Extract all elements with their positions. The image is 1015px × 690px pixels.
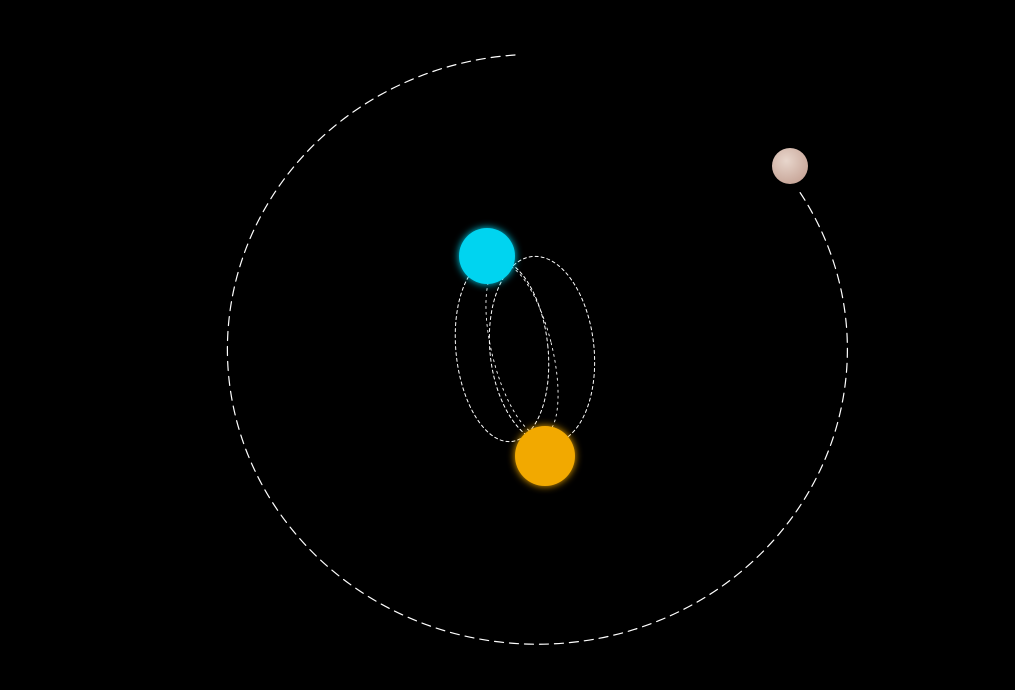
planet-orbit-trail xyxy=(226,54,848,645)
blue-star-loop-trail-a xyxy=(454,257,550,443)
orange-star-body xyxy=(515,426,575,486)
blue-star-body xyxy=(459,228,515,284)
orange-star-loop-trail xyxy=(485,263,559,437)
planet-body xyxy=(772,148,808,184)
